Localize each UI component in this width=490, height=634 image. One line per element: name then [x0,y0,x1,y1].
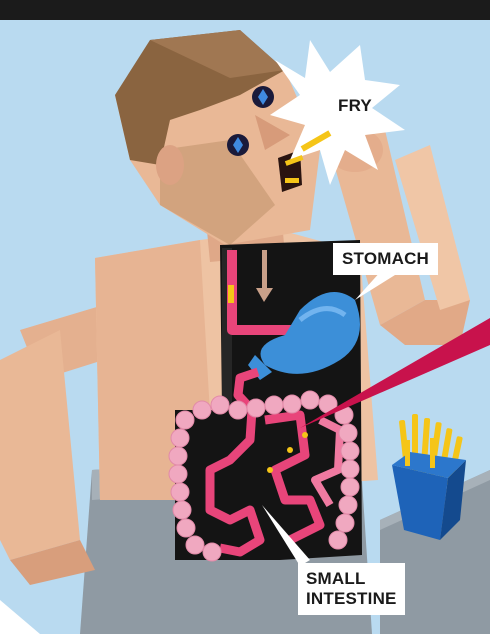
stomach-label: STOMACH [333,243,438,275]
top-bar [0,0,490,20]
eye-left [227,134,249,156]
small-intestine-label-line1: SMALL [306,569,397,589]
fry-label: FRY [338,96,372,116]
small-intestine-label-line2: INTESTINE [306,589,397,609]
eye-right [252,86,274,108]
small-intestine-label: SMALL INTESTINE [298,563,405,615]
